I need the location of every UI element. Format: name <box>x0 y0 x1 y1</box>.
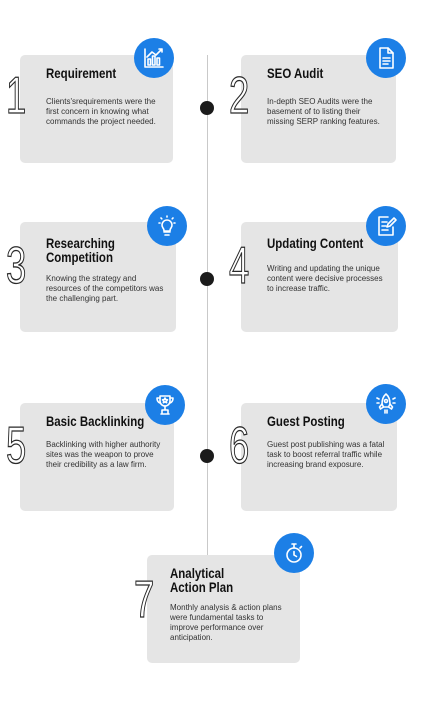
stopwatch-icon <box>274 533 314 573</box>
timeline-dot <box>200 101 214 115</box>
step-card <box>20 222 176 332</box>
step-number: 6 <box>229 417 250 475</box>
step-description: Monthly analysis & action plans were fun… <box>170 603 282 642</box>
timeline-dot <box>200 272 214 286</box>
step-number: 3 <box>6 237 27 295</box>
step-card <box>241 403 397 511</box>
step-title: SEO Audit <box>267 65 324 81</box>
step-title: Analytical Action Plan <box>170 565 234 595</box>
step-title: Requirement <box>46 65 117 81</box>
step-title: Basic Backlinking <box>46 413 145 429</box>
document-icon <box>366 38 406 78</box>
step-number: 2 <box>229 67 250 125</box>
trophy-icon <box>145 385 185 425</box>
step-card <box>241 55 396 163</box>
step-description: Knowing the strategy and resources of th… <box>46 274 164 303</box>
step-number: 7 <box>134 571 155 629</box>
step-title: Guest Posting <box>267 413 345 429</box>
step-number: 4 <box>229 237 250 295</box>
step-title: Updating Content <box>267 235 364 251</box>
timeline-dot <box>200 449 214 463</box>
step-number: 1 <box>6 67 27 125</box>
step-description: Clients'srequirements were the first con… <box>46 97 156 126</box>
step-description: In-depth SEO Audits were the basement of… <box>267 97 380 126</box>
step-card <box>147 555 300 663</box>
rocket-icon <box>366 384 406 424</box>
step-card <box>20 403 174 511</box>
step-description: Guest post publishing was a fatal task t… <box>267 440 385 469</box>
timeline-line <box>207 55 208 573</box>
step-description: Writing and updating the unique content … <box>267 264 383 293</box>
chart-icon <box>134 38 174 78</box>
step-title: Researching Competition <box>46 235 115 265</box>
step-number: 5 <box>6 417 27 475</box>
edit-document-icon <box>366 206 406 246</box>
step-description: Backlinking with higher authority sites … <box>46 440 161 469</box>
lightbulb-icon <box>147 206 187 246</box>
